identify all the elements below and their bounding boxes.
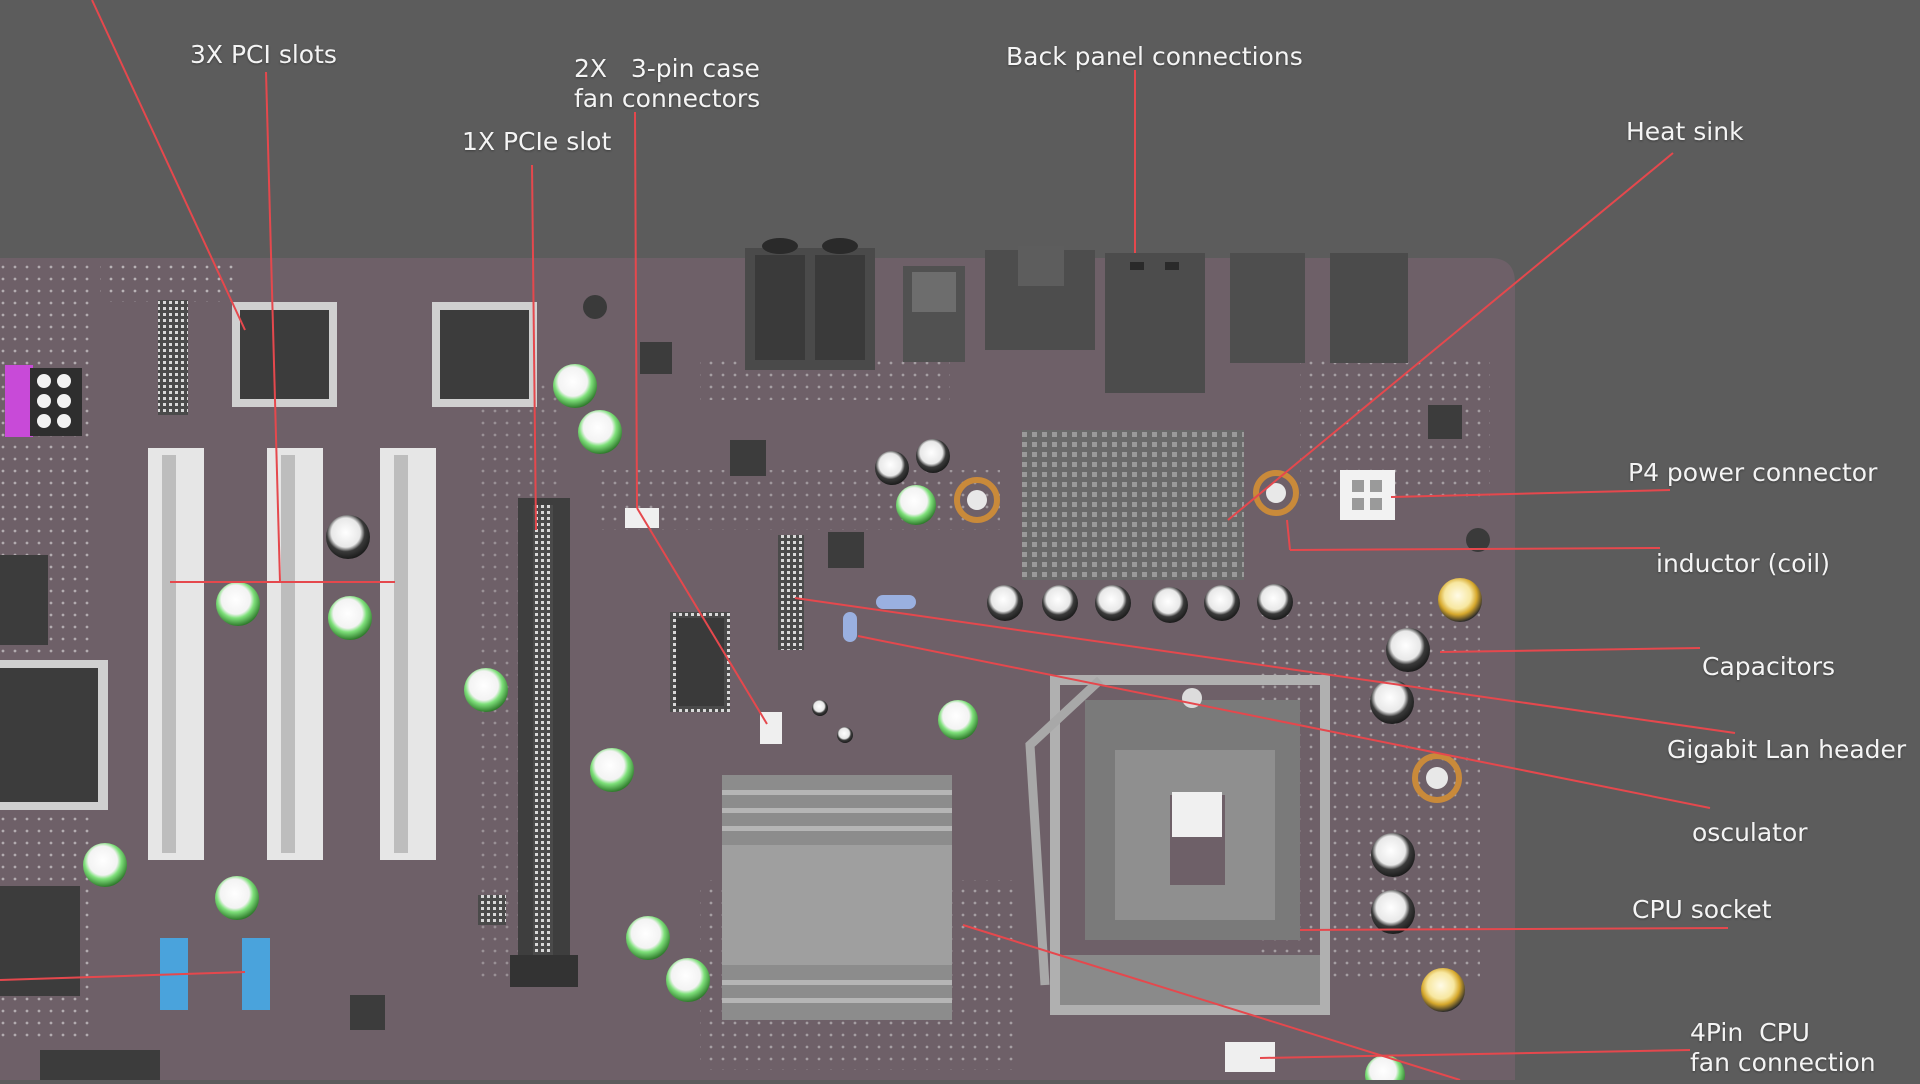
back-panel-connectors bbox=[745, 238, 1408, 393]
pin-header bbox=[158, 300, 188, 415]
pcie-slot bbox=[510, 498, 578, 987]
chip bbox=[0, 555, 48, 645]
chip bbox=[640, 342, 672, 374]
inductors bbox=[954, 470, 1462, 803]
label-inductor-coil: inductor (coil) bbox=[1656, 549, 1831, 578]
label-heat-sink: Heat sink bbox=[1626, 117, 1744, 146]
label-p4-power-connector: P4 power connector bbox=[1628, 458, 1878, 487]
chip bbox=[0, 668, 98, 802]
leader-lines bbox=[0, 0, 1736, 1081]
label-case-fan-connectors: 2X 3-pin case fan connectors bbox=[574, 54, 761, 113]
p4-power-connector bbox=[1340, 470, 1395, 520]
heat-sink bbox=[1022, 430, 1244, 580]
chip bbox=[730, 440, 766, 476]
via-dots bbox=[600, 470, 1000, 530]
chip bbox=[1428, 405, 1462, 439]
pin-header bbox=[478, 895, 506, 925]
chipset-heatsink bbox=[722, 775, 952, 1020]
label-pci-slots: 3X PCI slots bbox=[190, 40, 337, 69]
capacitors bbox=[83, 364, 1482, 1084]
via-dots bbox=[100, 262, 240, 302]
crystal bbox=[876, 595, 916, 609]
chip bbox=[40, 1050, 160, 1080]
crystal bbox=[843, 612, 857, 642]
label-back-panel-connections: Back panel connections bbox=[1006, 42, 1303, 71]
label-pcie-slot: 1X PCIe slot bbox=[462, 127, 612, 156]
chip bbox=[240, 310, 329, 399]
label-gigabit-lan-header: Gigabit Lan header bbox=[1667, 735, 1907, 764]
label-capacitors: Capacitors bbox=[1702, 652, 1836, 681]
label-cpu-socket: CPU socket bbox=[1632, 895, 1772, 924]
pci-slots bbox=[148, 448, 436, 860]
pin-header bbox=[778, 535, 804, 650]
blue-header bbox=[242, 938, 270, 1010]
chip bbox=[676, 618, 724, 706]
label-cpu-fan-connection: 4Pin CPU fan connection bbox=[1690, 1018, 1876, 1077]
chip bbox=[440, 310, 529, 399]
chip bbox=[828, 532, 864, 568]
chip bbox=[350, 995, 385, 1030]
pink-header bbox=[5, 365, 33, 437]
cpu-socket bbox=[1025, 675, 1330, 1015]
label-osculator: osculator bbox=[1692, 818, 1808, 847]
